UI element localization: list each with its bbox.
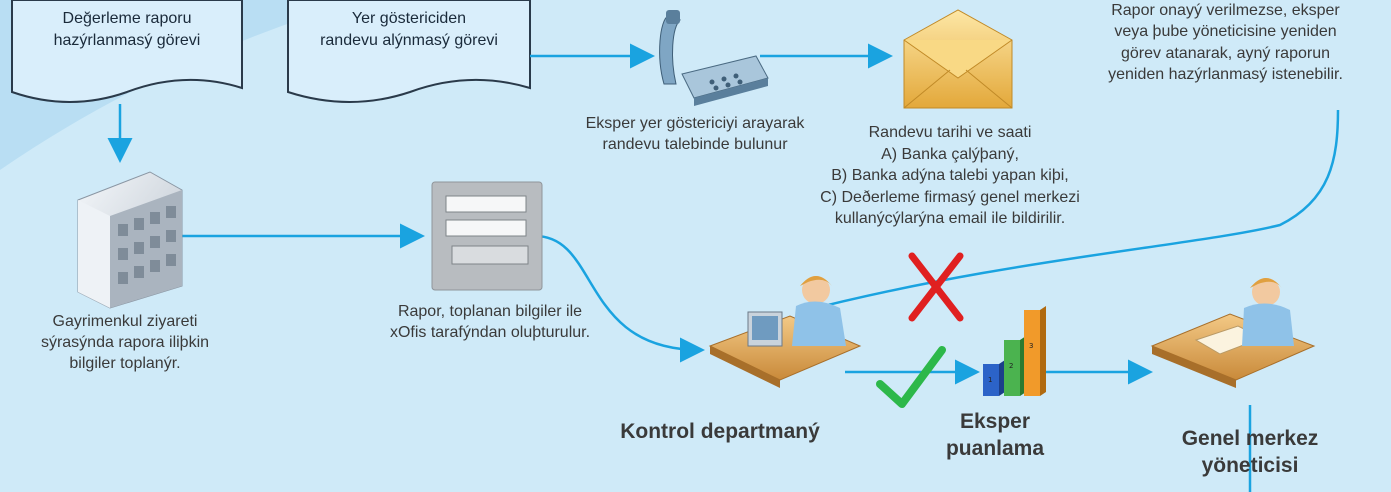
person-at-computer-icon [708, 276, 862, 388]
valuation-task-document [11, 0, 243, 103]
rejection-note: Rapor onayý verilmezse, eksper veya þube… [1108, 2, 1343, 83]
checkmark-icon [876, 346, 946, 408]
control-department-label: Kontrol departmaný [620, 420, 820, 443]
cross-icon [908, 252, 964, 322]
general-manager-label: Genel merkez yöneticisi [1181, 427, 1319, 478]
person-writing-icon [1150, 278, 1316, 388]
svg-text:1: 1 [988, 376, 992, 384]
phone-caption: Eksper yer göstericiyi arayarak randevu … [585, 115, 805, 153]
email-caption: Randevu tarihi ve saati A) Banka çalýþan… [820, 124, 1080, 228]
appointment-task-document [287, 0, 531, 103]
appointment-task-label: Yer göstericiden randevu alýnmasý görevi [320, 10, 498, 49]
form-icon [431, 181, 543, 291]
arrow-form-to-control [534, 234, 705, 363]
building-icon [77, 171, 183, 309]
building-caption: Gayrimenkul ziyareti sýrasýnda rapora il… [40, 313, 210, 372]
expert-scoring-label: Eksper puanlama [945, 410, 1045, 461]
svg-text:2: 2 [1009, 362, 1013, 370]
report-caption: Rapor, toplanan bilgiler ile xOfis taraf… [389, 303, 591, 341]
phone-icon [659, 10, 769, 106]
bar-chart-icon: 1 2 3 [983, 306, 1046, 396]
svg-text:3: 3 [1029, 342, 1033, 350]
envelope-icon [903, 9, 1013, 109]
valuation-task-label: Değerleme raporu hazýrlanmasý görevi [53, 10, 201, 49]
